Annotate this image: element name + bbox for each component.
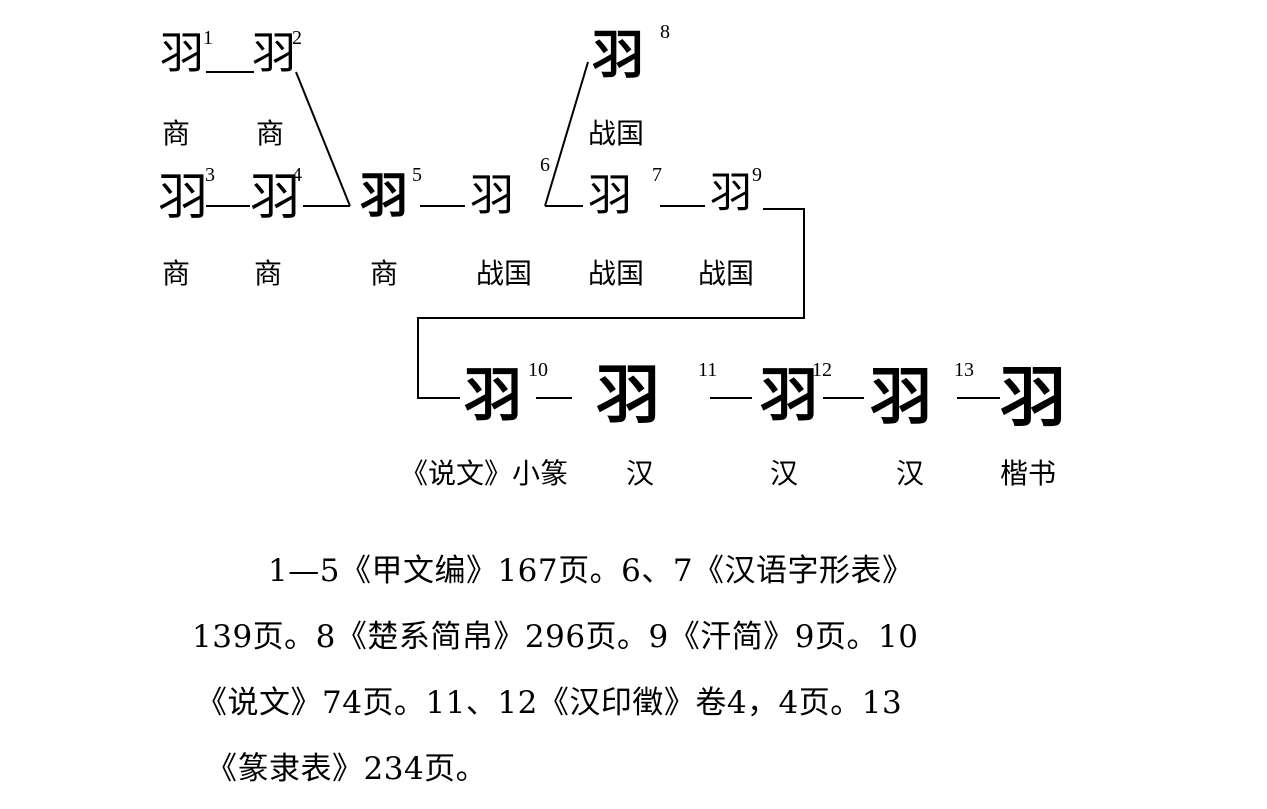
glyph-form-3: 羽 (158, 168, 208, 226)
period-label-9: 战国 (698, 257, 755, 290)
glyph-form-1: 羽 (160, 28, 204, 79)
period-label-kaishu: 楷书 (1000, 457, 1057, 490)
glyph-form-5: 羽 (360, 168, 409, 224)
form-number-8: 8 (660, 21, 670, 43)
glyph-form-10: 羽 (464, 361, 523, 429)
note-line-4: 《篆隶表》234页。 (206, 751, 488, 787)
glyph-form-12: 羽 (760, 361, 819, 429)
form-number-13: 13 (954, 359, 974, 381)
glyph-form-13: 羽 (870, 360, 933, 433)
period-label-13: 汉 (896, 457, 925, 490)
note-line-3: 《说文》74页。11、12《汉印徵》卷4，4页。13 (196, 685, 903, 721)
period-label-2: 商 (256, 117, 285, 150)
connector-2-5 (295, 71, 351, 207)
note-line-2: 139页。8《楚系简帛》296页。9《汗简》9页。10 (192, 619, 919, 655)
period-label-4: 商 (254, 257, 283, 290)
form-number-1: 1 (203, 27, 213, 49)
note-line-1: 1—5《甲文编》167页。6、7《汉语字形表》 (268, 553, 914, 589)
form-number-6: 6 (540, 154, 550, 176)
period-label-8: 战国 (588, 117, 645, 150)
period-label-5: 商 (370, 257, 399, 290)
glyph-form-11: 羽 (596, 358, 660, 433)
period-label-11: 汉 (626, 457, 655, 490)
glyph-form-kaishu: 羽 (1000, 358, 1066, 436)
connector-9-10 (417, 208, 805, 399)
period-label-6: 战国 (476, 257, 533, 290)
period-label-7: 战国 (588, 257, 645, 290)
evolution-diagram: 羽 1 商 羽 2 商 羽 3 商 羽 4 商 羽 5 商 羽 6 战国 羽 7… (158, 21, 1066, 490)
form-number-11: 11 (698, 359, 718, 381)
period-label-10: 《说文》小篆 (400, 457, 569, 490)
glyph-form-9: 羽 (710, 168, 753, 217)
connector-6-8 (544, 61, 589, 207)
glyph-form-6: 羽 (470, 170, 514, 221)
connector-lines (206, 61, 1000, 399)
form-number-4: 4 (292, 164, 302, 186)
glyph-form-4: 羽 (250, 168, 300, 226)
period-label-3: 商 (162, 257, 191, 290)
form-number-3: 3 (205, 164, 215, 186)
form-number-10: 10 (528, 359, 548, 381)
form-number-12: 12 (812, 359, 832, 381)
form-number-7: 7 (652, 164, 662, 186)
period-label-1: 商 (162, 117, 191, 150)
glyph-form-8: 羽 (592, 25, 645, 86)
form-number-9: 9 (752, 164, 762, 186)
form-number-5: 5 (412, 164, 422, 186)
period-label-12: 汉 (770, 457, 799, 490)
glyph-form-2: 羽 (252, 28, 296, 79)
form-number-2: 2 (292, 27, 302, 49)
glyph-form-7: 羽 (588, 170, 632, 221)
